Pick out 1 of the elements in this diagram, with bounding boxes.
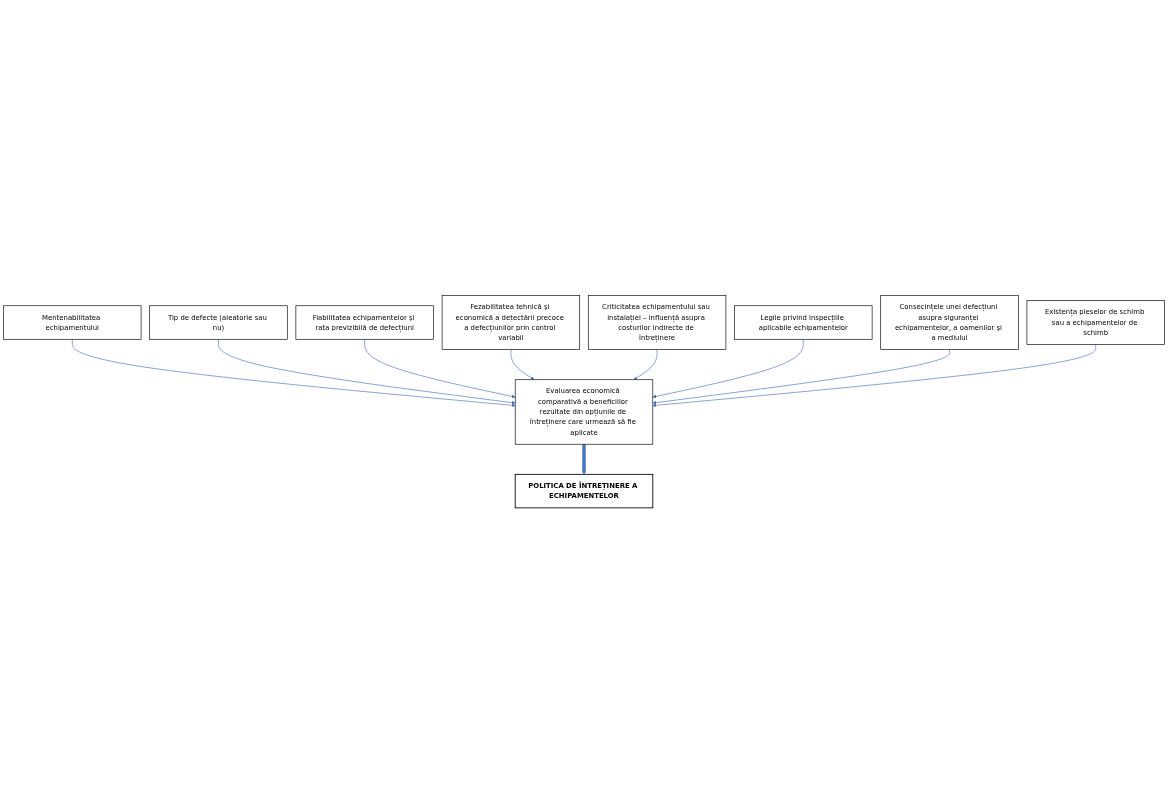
arrow (582, 444, 586, 475)
